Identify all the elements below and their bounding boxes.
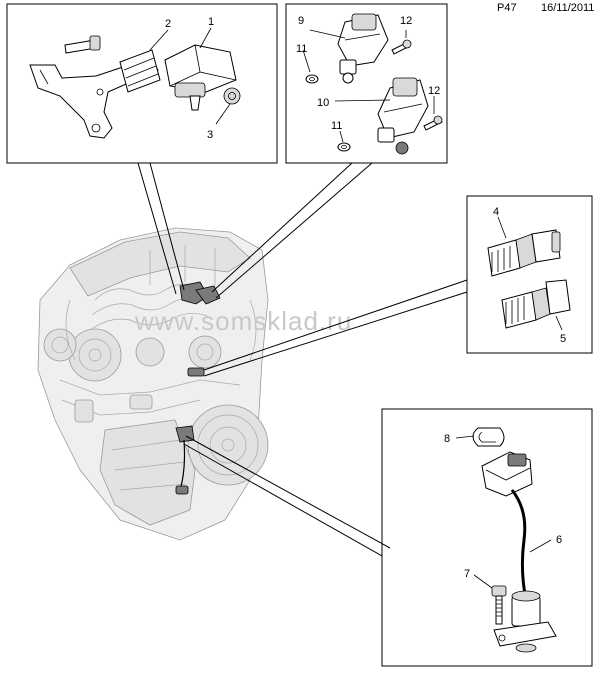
- callout-11a: 11: [296, 43, 307, 55]
- watermark-text: www.somsklad.ru: [134, 306, 352, 336]
- callout-11b: 11: [331, 120, 342, 132]
- callout-4: 4: [493, 206, 499, 218]
- detail-box-1: 2 1 3: [6, 3, 278, 164]
- callout-12a: 12: [400, 15, 412, 27]
- callout-8: 8: [444, 433, 450, 445]
- print-date: 16/11/2011: [541, 2, 595, 14]
- callout-12b: 12: [428, 85, 440, 97]
- detail-box-3: 4 5: [466, 195, 593, 354]
- callout-1: 1: [208, 16, 214, 28]
- callout-9: 9: [298, 15, 304, 27]
- page-code: P47: [497, 2, 517, 14]
- callout-7: 7: [464, 568, 470, 580]
- callout-10: 10: [317, 97, 329, 109]
- engine-illustration: www.somsklad.ru: [37, 227, 352, 541]
- callout-6: 6: [556, 534, 562, 546]
- callout-5: 5: [560, 333, 566, 345]
- callout-3: 3: [207, 129, 213, 141]
- connector-lines: [137, 162, 468, 557]
- detail-box-2: 9 10 11 11 12 12: [285, 3, 448, 164]
- callout-2: 2: [165, 18, 171, 30]
- detail-box-4: 8 6 7: [381, 408, 593, 667]
